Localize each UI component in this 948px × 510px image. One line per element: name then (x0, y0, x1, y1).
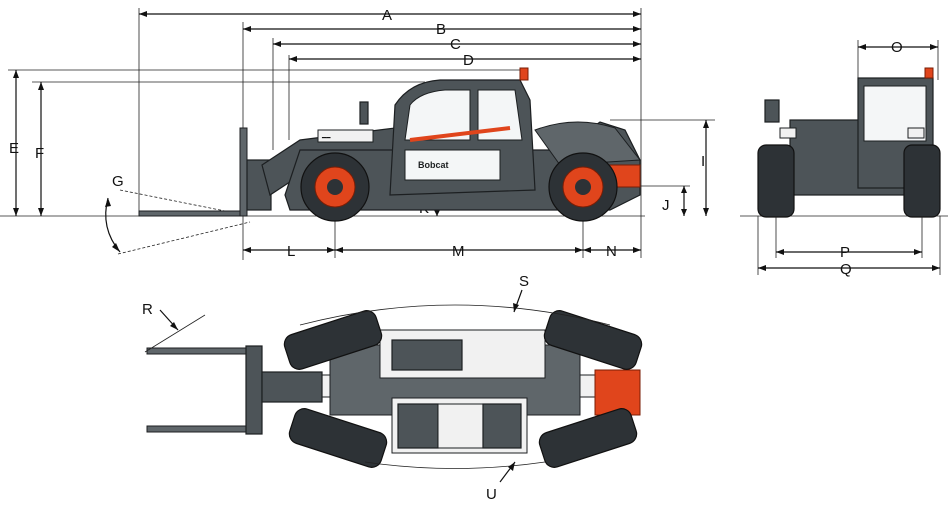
fork-top-lower (146, 425, 248, 433)
side-mirror (359, 101, 369, 125)
rear-wheel-side (548, 152, 618, 222)
front-light-right (907, 127, 925, 139)
label-l: L (287, 243, 295, 260)
fork-top-upper (146, 347, 248, 355)
label-a: A (382, 7, 392, 24)
label-p: P (840, 244, 850, 261)
label-u: U (486, 486, 497, 503)
r-angle-line (144, 314, 206, 353)
front-right-tyre (903, 144, 941, 218)
label-j: J (662, 197, 670, 214)
rear-right-tyre-top (538, 408, 638, 468)
label-i: I (701, 153, 705, 170)
cab-roof-center (437, 403, 484, 449)
front-light-left (779, 127, 797, 139)
label-o: O (891, 39, 903, 56)
top-view: R S U (142, 273, 643, 503)
fork-carriage-top (245, 345, 263, 435)
label-s: S (519, 273, 529, 290)
front-wheel-side (300, 152, 370, 222)
label-f: F (35, 145, 44, 162)
fork-tilt-line-down (117, 221, 251, 255)
front-view: O P Q (740, 39, 948, 278)
side-view: A B C D E F G I J (0, 7, 715, 260)
label-e: E (9, 140, 19, 157)
rear-counterweight-top (594, 369, 641, 416)
forks-side (138, 127, 272, 217)
turning-arc-u (364, 461, 546, 469)
cab-side: Bobcat (389, 79, 536, 196)
cab-roof-right (482, 403, 522, 449)
boom-head-top (261, 371, 323, 403)
rear-left-tyre-top (543, 310, 643, 370)
label-m: M (452, 243, 465, 260)
engine-grille-top (391, 339, 463, 371)
beacon-light (519, 67, 529, 81)
front-left-tyre-top (283, 310, 383, 370)
label-d: D (463, 52, 474, 69)
label-g: G (112, 173, 124, 190)
label-c: C (450, 36, 461, 53)
front-mirror (764, 99, 780, 123)
engine-hood (534, 121, 641, 166)
brand-logo: Bobcat (418, 160, 449, 170)
front-right-tyre-top (288, 408, 388, 468)
svg-text:━━: ━━ (321, 135, 331, 142)
label-r: R (142, 301, 153, 318)
front-beacon (924, 67, 934, 79)
front-left-tyre (757, 144, 795, 218)
cab-roof-left (397, 403, 439, 449)
label-q: Q (840, 261, 852, 278)
label-n: N (606, 243, 617, 260)
fork-tilt-line-up (119, 189, 241, 215)
turning-arc-s (299, 304, 611, 326)
label-b: B (436, 21, 446, 38)
